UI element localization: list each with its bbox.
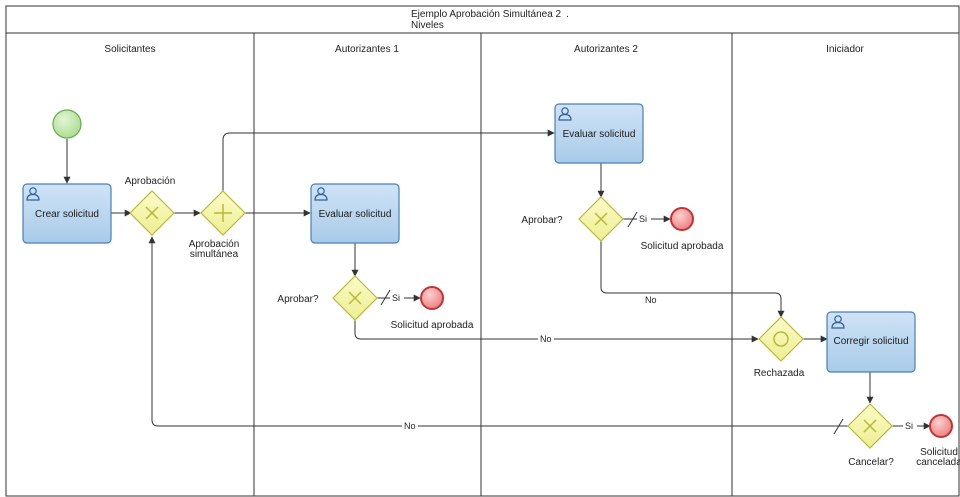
user-icon (26, 187, 40, 201)
gateway-label-cancelar: Cancelar? (848, 457, 894, 468)
exclusive-x-icon (594, 212, 608, 226)
flow-label-si-1: Si (392, 293, 400, 303)
user-icon (558, 107, 572, 121)
pool-title-line2: Niveles (411, 20, 444, 31)
flow-label-no-aprobar1: No (540, 334, 552, 344)
default-flow-markers (380, 211, 844, 435)
flow-simultanea-to-evaluar2 (222, 129, 555, 191)
end-event-aprobada-2[interactable] (670, 207, 694, 231)
task-crear-solicitud[interactable]: Crear solicitud (22, 183, 112, 244)
end-label-aprobada-2: Solicitud aprobada (641, 241, 724, 252)
end-event-aprobada-1[interactable] (420, 286, 444, 310)
gateway-label-aprobar-1: Aprobar? (277, 294, 319, 305)
gateway-rechazada[interactable] (758, 316, 804, 362)
gateway-label-aprobacion: Aprobación (125, 176, 176, 187)
end-label-cancelada-1: Solicitud (920, 447, 958, 458)
gateway-label-aprobar-2: Aprobar? (521, 215, 563, 226)
exclusive-x-icon (145, 206, 159, 220)
pool-title-mark: . (566, 9, 569, 20)
user-icon (831, 315, 845, 329)
parallel-plus-icon (214, 204, 232, 222)
gateway-aprobar-2[interactable] (578, 196, 624, 242)
gateway-aprobacion[interactable] (129, 190, 175, 236)
end-label-cancelada-2: cancelada (916, 457, 960, 468)
flow-cancelar-no (148, 236, 848, 427)
lane-title-autorizantes-2: Autorizantes 2 (574, 44, 638, 55)
task-evaluar-solicitud-2[interactable]: Evaluar solicitud (554, 103, 644, 164)
gateway-label-rechazada: Rechazada (754, 368, 805, 379)
flow-label-no-cancelar: No (404, 421, 416, 431)
task-label: Crear solicitud (35, 209, 99, 220)
pool: Ejemplo Aprobación Simultánea 2 . Nivele… (5, 5, 960, 497)
lane-title-iniciador: Iniciador (826, 44, 864, 55)
task-evaluar-solicitud-1[interactable]: Evaluar solicitud (310, 183, 400, 244)
flow-label-si-2: Si (639, 214, 647, 224)
lane-title-autorizantes-1: Autorizantes 1 (335, 44, 399, 55)
lanes: Solicitantes Autorizantes 1 Autorizantes… (104, 33, 865, 496)
flow-aprobar1-no (354, 320, 759, 343)
flow-labels: Si Si Si No No No (390, 213, 917, 431)
flow-label-no-aprobar2: No (645, 295, 657, 305)
lane-title-solicitantes: Solicitantes (104, 44, 155, 55)
gateway-cancelar[interactable] (847, 403, 893, 449)
user-icon (314, 187, 328, 201)
pool-title-line1: Ejemplo Aprobación Simultánea 2 (411, 9, 562, 20)
gateway-label-simultanea-2: simultánea (190, 249, 239, 260)
inclusive-circle-icon (773, 331, 789, 347)
exclusive-x-icon (348, 291, 362, 305)
gateway-aprobacion-simultanea[interactable] (200, 190, 246, 236)
start-event[interactable] (52, 109, 82, 139)
task-label: Corregir solicitud (833, 336, 908, 347)
task-label: Evaluar solicitud (563, 129, 636, 140)
flow-label-si-3: Si (905, 421, 913, 431)
task-label: Evaluar solicitud (319, 209, 392, 220)
task-corregir-solicitud[interactable]: Corregir solicitud (826, 311, 916, 373)
end-event-cancelada[interactable] (929, 414, 953, 438)
flow-aprobar2-no (600, 241, 785, 318)
gateway-aprobar-1[interactable] (332, 275, 378, 321)
gateway-label-simultanea-1: Aprobación (189, 239, 240, 250)
end-label-aprobada-1: Solicitud aprobada (391, 320, 474, 331)
exclusive-x-icon (863, 419, 877, 433)
